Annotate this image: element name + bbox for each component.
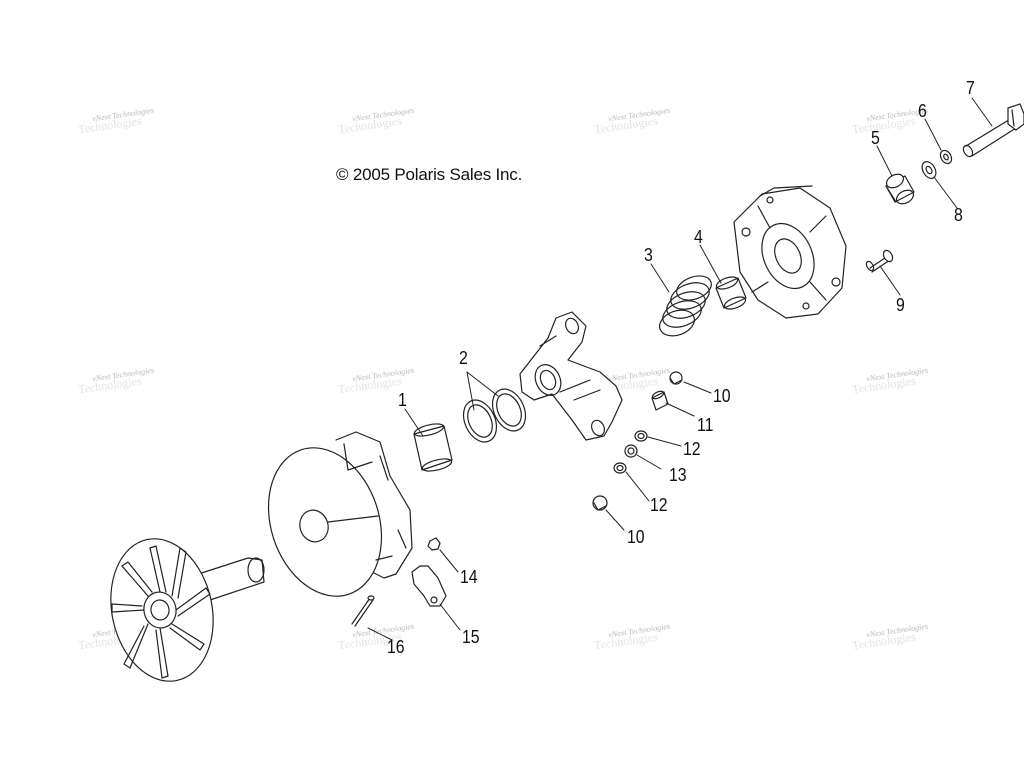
- part-8-washer: [921, 161, 937, 179]
- callout-14: 14: [460, 567, 478, 587]
- part-11-pin: [651, 390, 669, 411]
- callout-10-upper: 10: [713, 386, 731, 406]
- callout-4: 4: [694, 227, 703, 247]
- callout-8: 8: [954, 205, 963, 225]
- part-13-roller: [624, 444, 638, 458]
- callout-11: 11: [697, 415, 714, 435]
- part-10-roller-lower: [592, 495, 608, 511]
- part-10-roller-upper: [669, 371, 683, 385]
- callout-5: 5: [871, 128, 880, 148]
- callout-16: 16: [387, 637, 405, 657]
- moveable-sheave: [267, 431, 413, 597]
- fixed-sheave: [110, 538, 265, 682]
- callout-12-upper: 12: [683, 439, 701, 459]
- part-9-bolt: [865, 249, 894, 273]
- callout-3: 3: [644, 245, 653, 265]
- part-12-washer-lower: [613, 462, 627, 474]
- callout-13: 13: [669, 465, 687, 485]
- callout-6: 6: [918, 101, 927, 121]
- callout-15: 15: [462, 627, 480, 647]
- part-6-washer: [939, 149, 953, 165]
- callout-12-lower: 12: [650, 495, 668, 515]
- part-14-nut: [427, 537, 441, 551]
- part-15-weight: [411, 565, 447, 607]
- part-7-bolt: [962, 103, 1024, 158]
- part-5-bushing: [885, 173, 915, 205]
- part-3-spring: [658, 275, 712, 337]
- part-16-pin: [351, 595, 375, 627]
- spider: [519, 311, 623, 441]
- callout-9: 9: [896, 295, 905, 315]
- leader-lines: [367, 97, 993, 641]
- callout-7: 7: [966, 78, 975, 98]
- copyright-notice: © 2005 Polaris Sales Inc.: [336, 165, 523, 184]
- part-12-washer-upper: [634, 430, 648, 442]
- callout-10-lower: 10: [627, 527, 645, 547]
- part-4-bushing: [715, 276, 747, 310]
- callout-1: 1: [398, 390, 407, 410]
- part-1-bushing: [413, 423, 453, 472]
- callout-2: 2: [459, 348, 468, 368]
- cover-plate: [733, 185, 847, 319]
